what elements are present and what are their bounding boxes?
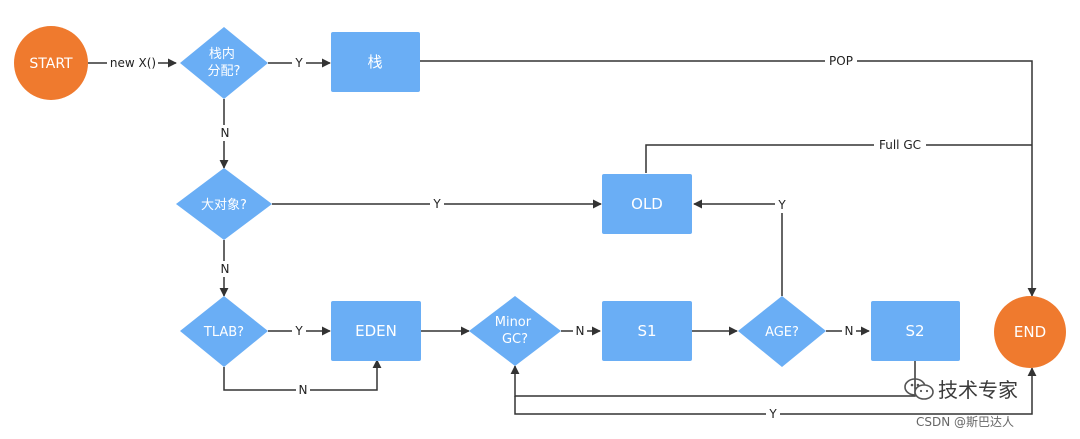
- watermark-title: 技术专家: [938, 378, 1018, 402]
- label-age-yes: Y: [777, 198, 786, 212]
- s1-label: S1: [637, 322, 656, 340]
- label-pop: POP: [829, 54, 853, 68]
- s2-node: [871, 301, 960, 361]
- label-big-yes: Y: [432, 197, 441, 211]
- label-tlab-yes: Y: [294, 324, 303, 338]
- start-label: START: [29, 56, 73, 72]
- edge-age-yes: [693, 199, 783, 296]
- label-minor-no: N: [576, 324, 585, 338]
- eden-node: [331, 301, 421, 361]
- end-node: [994, 296, 1066, 368]
- old-label: OLD: [631, 195, 663, 213]
- stack-alloc-label-line1: 栈内: [209, 46, 235, 62]
- tlab-decision: [180, 296, 268, 367]
- stack-alloc-label-line2: 分配?: [208, 64, 241, 79]
- edge-s2-to-minor: [510, 361, 916, 397]
- minor-gc-label: Minor GC?: [495, 315, 536, 347]
- s1-node: [602, 301, 692, 361]
- edge-pop: [420, 60, 1037, 297]
- eden-label: EDEN: [355, 322, 397, 340]
- stack-alloc-label: 栈内 分配?: [208, 46, 241, 79]
- age-decision: [738, 296, 826, 367]
- wechat-icon: [904, 378, 934, 400]
- watermark-source: CSDN @斯巴达人: [916, 415, 1015, 429]
- label-full-gc: Full GC: [879, 138, 921, 152]
- label-stack-no: N: [221, 126, 230, 140]
- label-new-x: new X(): [110, 56, 156, 70]
- label-big-no: N: [221, 262, 230, 276]
- stack-node: [331, 32, 420, 92]
- minor-gc-decision: [469, 296, 561, 366]
- end-label: END: [1014, 323, 1046, 341]
- old-node: [602, 174, 692, 234]
- edge-full-gc: [645, 144, 1032, 173]
- minor-gc-label-line2: GC?: [502, 332, 528, 347]
- age-label: AGE?: [765, 325, 799, 340]
- label-age-no: N: [845, 324, 854, 338]
- tlab-label: TLAB?: [203, 325, 244, 340]
- start-node: [14, 26, 88, 100]
- label-loop-yes: Y: [768, 407, 777, 421]
- stack-alloc-decision: [180, 27, 268, 99]
- big-object-decision: [176, 168, 272, 240]
- big-object-label: 大对象?: [201, 198, 247, 213]
- stack-label: 栈: [367, 53, 382, 71]
- s2-label: S2: [905, 322, 924, 340]
- label-stack-yes: Y: [294, 56, 303, 70]
- minor-gc-label-line1: Minor: [495, 315, 532, 330]
- label-tlab-no: N: [299, 383, 308, 397]
